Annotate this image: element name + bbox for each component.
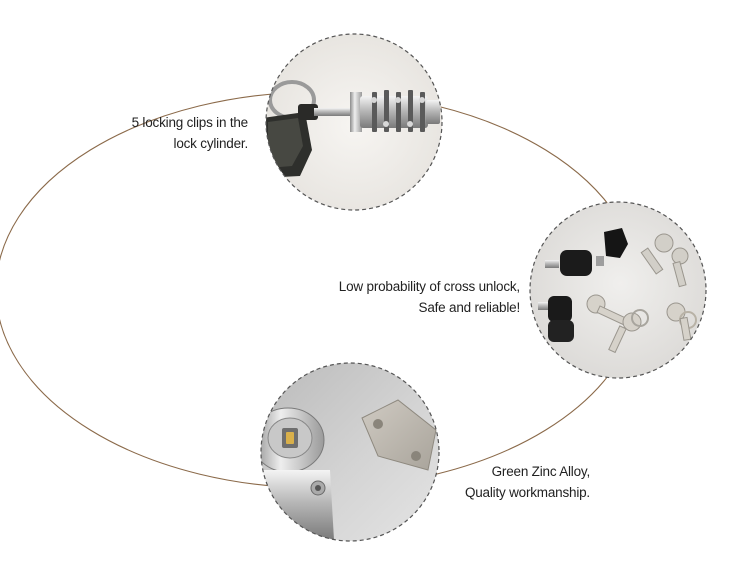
- keys-photo: [529, 201, 707, 379]
- caption-line: Safe and reliable!: [418, 300, 521, 315]
- caption-line: Quality workmanship.: [464, 485, 590, 500]
- feature-caption-cross-unlock: Low probability of cross unlock, Safe an…: [300, 276, 520, 318]
- caption-line: 5 locking clips in the: [131, 115, 249, 130]
- caption-line: Green Zinc Alloy,: [491, 464, 591, 479]
- cam-lock-photo: [260, 362, 440, 542]
- caption-line: lock cylinder.: [173, 136, 249, 151]
- feature-caption-zinc-alloy: Green Zinc Alloy, Quality workmanship.: [440, 461, 590, 503]
- lock-cylinder-photo: [265, 33, 443, 211]
- caption-line: Low probability of cross unlock,: [338, 279, 520, 294]
- feature-caption-locking-clips: 5 locking clips in the lock cylinder.: [100, 112, 249, 154]
